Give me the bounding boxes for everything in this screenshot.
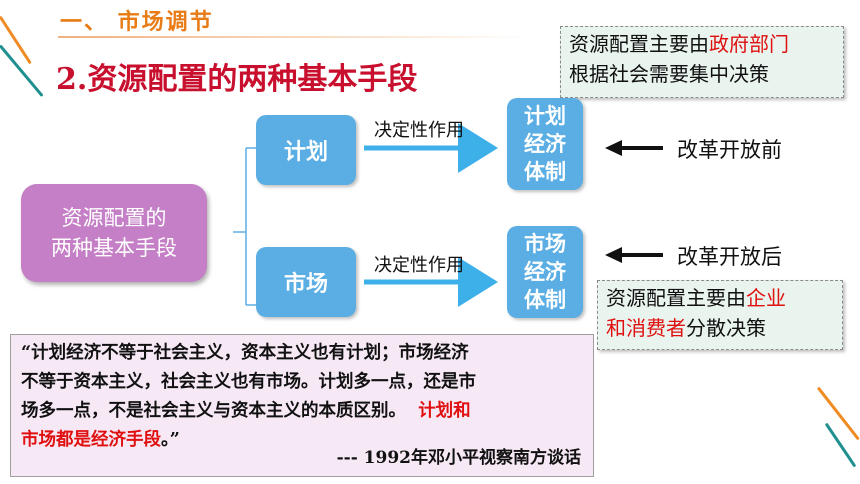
note-enterprises-line1: 资源配置主要由企业 <box>606 283 834 313</box>
plan-box: 计划 <box>256 115 356 185</box>
planned-economy-box: 计划 经济 体制 <box>507 98 583 190</box>
main-concept-box: 资源配置的 两种基本手段 <box>21 184 207 282</box>
bracket <box>233 147 258 306</box>
note-government: 资源配置主要由政府部门 根据社会需要集中决策 <box>560 26 844 98</box>
market-economy-box: 市场 经济 体制 <box>507 226 583 318</box>
note-government-line1: 资源配置主要由政府部门 <box>569 29 835 59</box>
market-economy-line2: 经济 <box>524 260 566 284</box>
era-after-label: 改革开放后 <box>677 245 782 269</box>
market-economy-line1: 市场 <box>524 232 566 256</box>
quote-line-4: 市场都是经济手段。” <box>21 426 583 455</box>
quote-source: --- 1992年邓小平视察南方谈话 <box>336 448 581 468</box>
era-before-label: 改革开放前 <box>677 138 782 162</box>
planned-economy-line3: 体制 <box>524 160 566 184</box>
market-economy-line3: 体制 <box>524 288 566 312</box>
quote-line-3: 场多一点，不是社会主义与资本主义的本质区别。 计划和 <box>21 397 583 426</box>
quote-highlight: 计划和 <box>418 401 471 421</box>
quote-text: 。” <box>161 430 180 450</box>
note-text: 资源配置主要由 <box>569 32 709 56</box>
quote-line-2: 不等于资本主义，社会主义也有市场。计划多一点，还是市 <box>21 372 476 392</box>
quote-highlight: 市场都是经济手段 <box>21 430 161 450</box>
main-concept-line2: 两种基本手段 <box>51 236 177 260</box>
market-label: 市场 <box>283 272 328 297</box>
note-highlight: 企业 <box>746 286 786 310</box>
planned-economy-line2: 经济 <box>524 132 566 156</box>
plan-arrow-label: 决定性作用 <box>374 120 464 141</box>
note-government-line2: 根据社会需要集中决策 <box>569 62 769 86</box>
main-concept-line1: 资源配置的 <box>61 206 167 230</box>
page-title: 2.资源配置的两种基本手段 <box>56 62 418 97</box>
note-highlight: 和消费者 <box>606 316 686 340</box>
quote-line-1: “计划经济不等于社会主义，资本主义也有计划；市场经济 <box>21 343 469 363</box>
era-arrow-before <box>605 140 663 156</box>
header-divider <box>58 36 528 38</box>
market-arrow-label: 决定性作用 <box>374 255 464 276</box>
note-enterprises-line2: 和消费者分散决策 <box>606 313 834 343</box>
note-text: 资源配置主要由 <box>606 286 746 310</box>
plan-label: 计划 <box>283 140 328 165</box>
quote-box: “计划经济不等于社会主义，资本主义也有计划；市场经济 不等于资本主义，社会主义也… <box>10 334 594 477</box>
section-header: 一、 市场调节 <box>60 10 214 35</box>
quote-text: 场多一点，不是社会主义与资本主义的本质区别。 <box>21 401 406 421</box>
note-highlight: 政府部门 <box>709 32 789 56</box>
market-box: 市场 <box>256 247 356 317</box>
planned-economy-line1: 计划 <box>524 104 566 128</box>
note-text: 分散决策 <box>686 316 766 340</box>
era-arrow-after <box>605 247 663 263</box>
note-enterprises: 资源配置主要由企业 和消费者分散决策 <box>597 280 843 350</box>
